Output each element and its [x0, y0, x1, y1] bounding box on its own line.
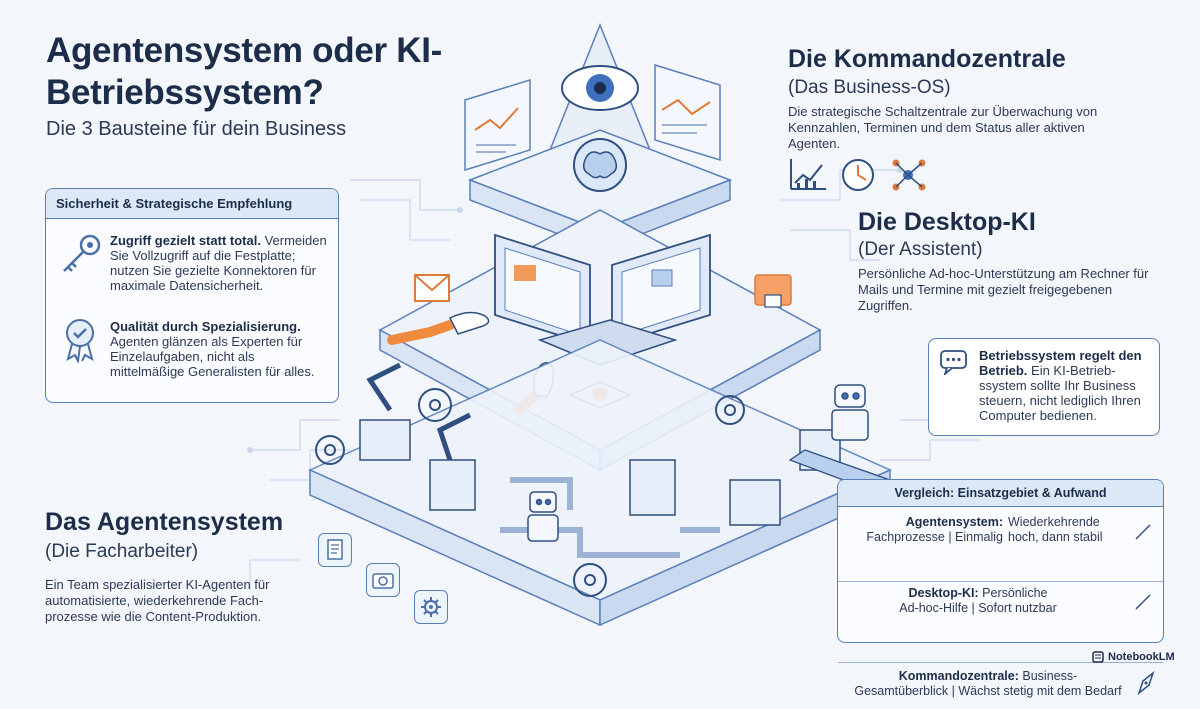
- key-icon: [63, 234, 101, 272]
- clock-icon: [842, 159, 874, 191]
- pyramid-illustration: [308, 22, 892, 627]
- comparison-row-desktop-name: Desktop-KI:: [908, 586, 979, 600]
- bottom-tier-platform: [308, 339, 892, 627]
- floating-dashboard-right: [654, 63, 721, 162]
- tip-quality-text: Agenten glänzen als Experten für Einzela…: [110, 334, 315, 379]
- desktop-ai-text: Persönliche Ad-hoc-Unterstützung am Rech…: [858, 266, 1149, 313]
- command-center-text: Die strategische Schaltzentrale zur Über…: [788, 104, 1098, 151]
- chart-icon: [790, 159, 826, 190]
- slash-icon: [1135, 594, 1151, 610]
- desktop-ai-subtitle: (Der Assistent): [858, 239, 983, 260]
- comparison-row-desktop-scope: Ad-hoc-Hilfe | Sofort nutzbar: [899, 601, 1057, 615]
- agent-system-title: Das Agentensystem: [45, 508, 284, 536]
- document-icon: [318, 533, 352, 567]
- brand-name: NotebookLM: [1108, 651, 1175, 663]
- os-bubble-text: Betriebssystem regelt den Betrieb. Ein K…: [979, 348, 1149, 423]
- security-panel: Sicherheit & Strategische Empfehlung Zug…: [45, 188, 339, 403]
- comparison-row-desktop-text: Desktop-KI: Persönliche Ad-hoc-Hilfe | S…: [838, 586, 1118, 616]
- command-center-title: Die Kommandozentrale: [788, 45, 1066, 73]
- agent-system-subtitle: (Die Facharbeiter): [45, 541, 199, 562]
- comparison-row-agent: Agentensystem: Fachprozesse | Einmalig W…: [838, 510, 1163, 554]
- comparison-row-command: Kommandozentrale: Business- Gesamtüberbl…: [838, 662, 1163, 709]
- command-center-subtitle: (Das Business-OS): [788, 77, 951, 98]
- notebook-icon: [1092, 651, 1104, 663]
- tip-access: Zugriff gezielt statt total. Vermeiden S…: [110, 233, 328, 293]
- os-speech-bubble: Betriebssystem regelt den Betrieb. Ein K…: [928, 338, 1160, 436]
- award-icon: [66, 319, 94, 363]
- page-title: Agentensystem oder KI-Betriebssystem?: [46, 31, 442, 112]
- tip-access-title: Zugriff gezielt statt total.: [110, 233, 261, 248]
- comparison-row-command-scope: Gesamtüberblick | Wächst stetig mit dem …: [854, 684, 1122, 698]
- os-bubble-bold: Betriebssystem regelt den Betrieb.: [979, 348, 1142, 378]
- command-center-icons: [790, 159, 926, 191]
- comparison-title: Vergleich: Einsatzgebiet & Aufwand: [838, 480, 1163, 507]
- gear-icon: [414, 590, 448, 624]
- tip-quality-title: Qualität durch Spezialisierung.: [110, 319, 301, 334]
- os-bubble-body: Ein KI-Betrieb-ssystem sollte Ihr Busine…: [979, 363, 1141, 423]
- comparison-row-command-name: Kommandozentrale:: [898, 669, 1019, 683]
- comparison-row-desktop-effort: Persönliche: [982, 586, 1048, 600]
- brand-logo: NotebookLM: [1092, 651, 1175, 663]
- chat-icon: [940, 350, 967, 375]
- comparison-row-command-text: Kommandozentrale: Business- Gesamtüberbl…: [838, 669, 1138, 699]
- comparison-row-desktop: Desktop-KI: Persönliche Ad-hoc-Hilfe | S…: [838, 581, 1163, 622]
- desktop-ai-title: Die Desktop-KI: [858, 208, 1036, 236]
- floating-dashboard-left: [464, 78, 531, 172]
- comparison-row-agent-left: Agentensystem: Fachprozesse | Einmalig: [843, 515, 1003, 545]
- security-panel-title: Sicherheit & Strategische Empfehlung: [46, 189, 338, 219]
- tip-access-text: Vermeiden Sie Vollzugriff auf die Festpl…: [110, 233, 327, 293]
- slash-icon: [1135, 524, 1151, 540]
- comparison-panel: Vergleich: Einsatzgebiet & Aufwand Agent…: [837, 479, 1164, 698]
- network-icon: [892, 159, 926, 191]
- page-subtitle: Die 3 Bausteine für dein Business: [46, 118, 347, 140]
- tip-quality: Qualität durch Spezialisierung. Agenten …: [110, 319, 328, 379]
- agent-system-text: Ein Team spezialisierter KI-Agenten für …: [45, 577, 270, 624]
- comparison-row-command-effort: Business-: [1022, 669, 1078, 683]
- comparison-row-agent-scope: Fachprozesse | Einmalig: [866, 530, 1003, 544]
- pen-icon: [1137, 671, 1155, 696]
- comparison-row-agent-name: Agentensystem:: [905, 515, 1003, 529]
- camera-icon: [366, 563, 400, 597]
- comparison-row-agent-effort: Wiederkehrende hoch, dann stabil: [1008, 515, 1103, 544]
